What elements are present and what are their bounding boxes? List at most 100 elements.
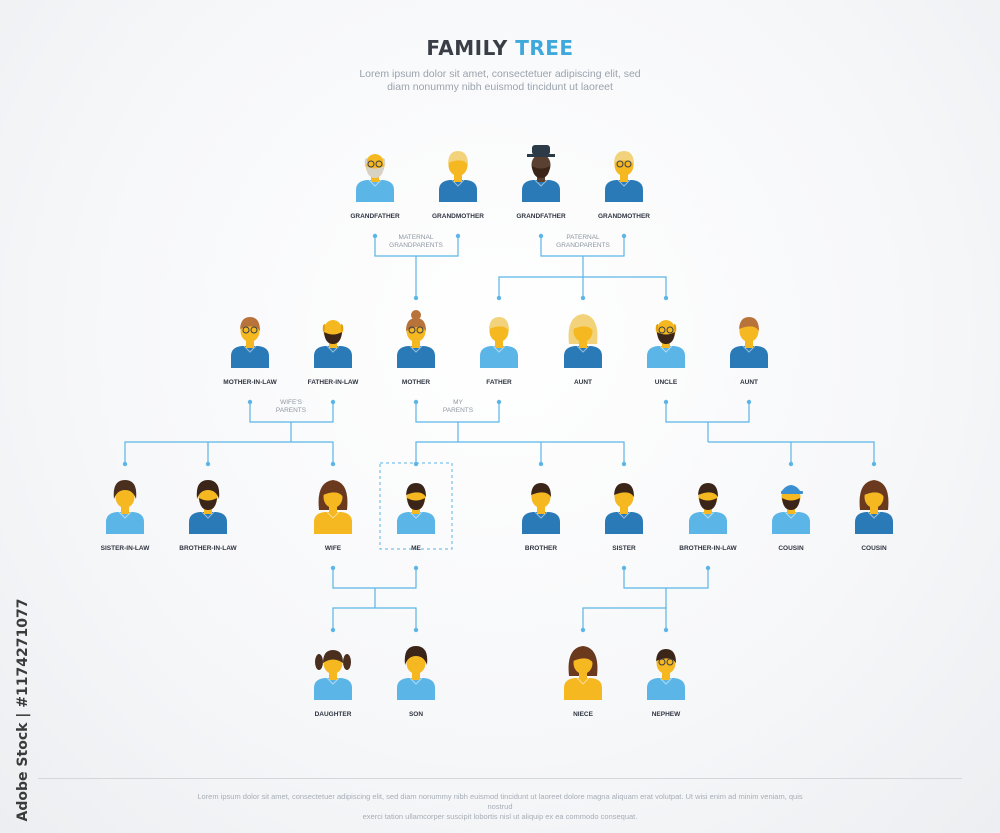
glasses-icon bbox=[242, 326, 258, 334]
person-label: UNCLE bbox=[655, 379, 678, 386]
shirt-shape bbox=[522, 180, 560, 202]
connector-dot bbox=[496, 399, 502, 405]
connector-line bbox=[415, 441, 625, 464]
collar-shape bbox=[409, 345, 423, 353]
neck-shape bbox=[579, 673, 587, 680]
title-word-tree: TREE bbox=[515, 36, 574, 60]
footer-divider bbox=[38, 778, 962, 779]
collar-shape bbox=[659, 345, 673, 353]
connector-dot bbox=[330, 399, 336, 405]
group-label-my-parents: MY PARENTS bbox=[443, 399, 474, 414]
connector-line bbox=[124, 441, 334, 464]
person-cousin-1: COUSIN bbox=[772, 485, 810, 552]
connector-dot bbox=[372, 233, 378, 239]
connector-dot bbox=[247, 399, 253, 405]
person-label: AUNT bbox=[574, 379, 592, 386]
connector-dot bbox=[496, 295, 502, 301]
person-label: FATHER-IN-LAW bbox=[308, 379, 360, 386]
paternal-label-line-1: PATERNAL bbox=[566, 234, 600, 241]
person-uncle: UNCLE bbox=[647, 320, 685, 386]
head-shape bbox=[406, 652, 426, 674]
connector-dot bbox=[330, 627, 336, 633]
side-hair-left-shape bbox=[655, 324, 658, 332]
neck-shape bbox=[412, 673, 420, 680]
person-label: BROTHER-IN-LAW bbox=[179, 545, 237, 552]
collar-shape bbox=[326, 677, 340, 685]
glasses-lens-left bbox=[658, 658, 666, 666]
neck-shape bbox=[329, 673, 337, 680]
cap-visor-shape bbox=[781, 491, 803, 494]
connector-dot bbox=[413, 461, 419, 467]
shirt-shape bbox=[772, 512, 810, 534]
hair-top-shape bbox=[656, 649, 676, 663]
collar-shape bbox=[409, 511, 423, 519]
side-hair-right-shape bbox=[383, 158, 386, 166]
shirt-shape bbox=[314, 346, 352, 368]
connector-line bbox=[582, 607, 667, 630]
connector-dot bbox=[663, 627, 669, 633]
connector-dot bbox=[330, 461, 336, 467]
hair-top-shape bbox=[573, 317, 593, 331]
person-niece: NIECE bbox=[564, 646, 602, 718]
glasses-lens-left bbox=[616, 160, 624, 168]
person-grandfather-maternal: GRANDFATHER bbox=[350, 154, 400, 220]
footer-line-1: Lorem ipsum dolor sit amet, consectetuer… bbox=[197, 792, 803, 811]
collar-shape bbox=[867, 511, 881, 519]
connector-dot bbox=[621, 461, 627, 467]
connector-dot bbox=[205, 461, 211, 467]
person-label: GRANDMOTHER bbox=[598, 213, 650, 220]
subtitle-line-2: diam nonummy nibh euismod tincidunt ut l… bbox=[387, 81, 613, 93]
wifes-label-line-2: PARENTS bbox=[276, 407, 307, 414]
glasses-lens-left bbox=[242, 326, 250, 334]
collar-shape bbox=[659, 677, 673, 685]
neck-shape bbox=[662, 341, 670, 348]
group-label-paternal-grandparents: PATERNAL GRANDPARENTS bbox=[556, 234, 610, 249]
footer-text: Lorem ipsum dolor sit amet, consectetuer… bbox=[190, 792, 810, 822]
shirt-shape bbox=[397, 678, 435, 700]
connector-line bbox=[332, 568, 417, 589]
hair-top-shape bbox=[864, 483, 884, 497]
glasses-icon bbox=[408, 326, 424, 334]
shirt-shape bbox=[480, 346, 518, 368]
shirt-shape bbox=[522, 512, 560, 534]
connector-dot bbox=[413, 399, 419, 405]
person-label: BROTHER-IN-LAW bbox=[679, 545, 737, 552]
person-grandmother-maternal: GRANDMOTHER bbox=[432, 151, 484, 220]
person-nephew: NEPHEW bbox=[647, 649, 685, 718]
connector-dot bbox=[621, 565, 627, 571]
person-label: SISTER-IN-LAW bbox=[101, 545, 151, 552]
connector-dot bbox=[122, 461, 128, 467]
shirt-shape bbox=[439, 180, 477, 202]
hat-brim-shape bbox=[527, 154, 555, 157]
person-label: GRANDMOTHER bbox=[432, 213, 484, 220]
connector-dot bbox=[538, 461, 544, 467]
person-label: WIFE bbox=[325, 545, 342, 552]
hair-top-shape bbox=[240, 317, 260, 331]
connector-dot bbox=[413, 565, 419, 571]
person-grandfather-paternal: GRANDFATHER bbox=[516, 145, 566, 220]
person-label: COUSIN bbox=[861, 545, 887, 552]
glasses-lens-right bbox=[666, 326, 674, 334]
side-hair-right-shape bbox=[341, 324, 344, 332]
collar-shape bbox=[243, 345, 257, 353]
hair-top-shape bbox=[406, 483, 426, 497]
side-hair-right-shape bbox=[674, 324, 677, 332]
connector-dot bbox=[580, 627, 586, 633]
person-label: GRANDFATHER bbox=[516, 213, 566, 220]
collar-shape bbox=[368, 179, 382, 187]
hair-top-shape bbox=[614, 483, 634, 497]
glasses-icon bbox=[616, 160, 632, 168]
collar-shape bbox=[576, 345, 590, 353]
neck-shape bbox=[371, 175, 379, 182]
person-label: NEPHEW bbox=[652, 711, 681, 718]
collar-shape bbox=[742, 345, 756, 353]
neck-shape bbox=[412, 341, 420, 348]
collar-shape bbox=[492, 345, 506, 353]
connector-dot bbox=[871, 461, 877, 467]
connector-line bbox=[665, 402, 750, 423]
glasses-icon bbox=[658, 658, 674, 666]
hair-top-shape bbox=[489, 317, 509, 331]
person-sister-in-law: SISTER-IN-LAW bbox=[101, 480, 151, 552]
wifes-label-line-1: WIFE'S bbox=[280, 399, 302, 406]
